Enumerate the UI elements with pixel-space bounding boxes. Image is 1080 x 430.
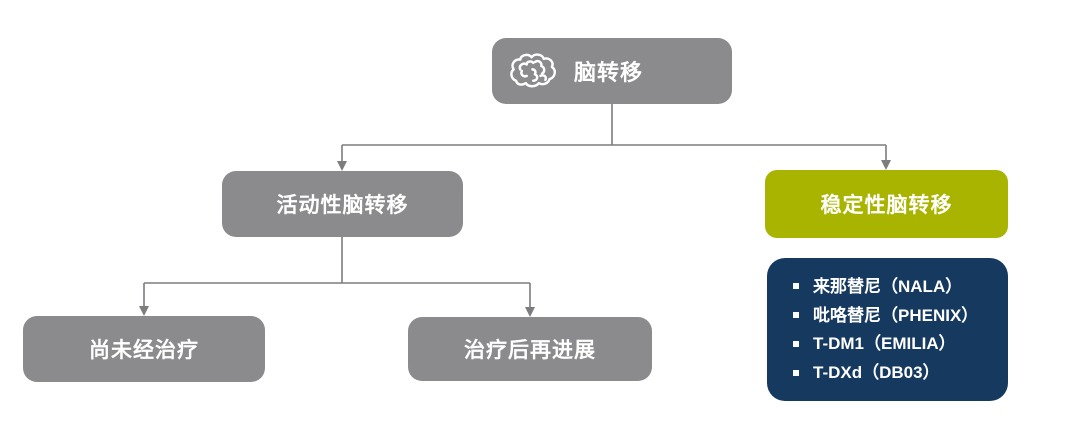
list-item: 来那替尼（NALA） [793, 278, 998, 295]
node-label: 脑转移 [574, 60, 644, 85]
node-active-brain-metastasis: 活动性脑转移 [222, 171, 463, 237]
list-item: 吡咯替尼（PHENIX） [793, 307, 998, 324]
treatment-options-panel: 来那替尼（NALA） 吡咯替尼（PHENIX） T-DM1（EMILIA） T-… [767, 258, 1008, 401]
node-brain-metastasis: 脑转移 [492, 38, 732, 104]
list-item: T-DXd（DB03） [793, 364, 998, 381]
bullet-square-icon [793, 369, 799, 376]
arrow-down-icon [525, 307, 535, 317]
node-stable-brain-metastasis: 稳定性脑转移 [765, 170, 1008, 238]
node-label: 稳定性脑转移 [820, 194, 953, 217]
arrow-down-icon [139, 306, 149, 316]
treatment-label: T-DM1（EMILIA） [813, 334, 956, 354]
bullet-square-icon [793, 283, 799, 290]
treatment-label: T-DXd（DB03） [813, 363, 940, 383]
node-untreated: 尚未经治疗 [23, 316, 265, 382]
arrow-down-icon [881, 160, 891, 170]
brain-icon [510, 53, 556, 88]
node-label: 尚未经治疗 [89, 339, 199, 362]
connector-active-split [143, 237, 531, 308]
treatment-label: 吡咯替尼（PHENIX） [813, 305, 979, 325]
arrow-down-icon [337, 161, 347, 171]
connector-root-split [341, 103, 887, 162]
node-progressed-after-treatment: 治疗后再进展 [408, 317, 652, 381]
bullet-square-icon [793, 312, 799, 319]
node-label: 活动性脑转移 [276, 194, 409, 217]
list-item: T-DM1（EMILIA） [793, 335, 998, 352]
bullet-square-icon [793, 340, 799, 347]
treatment-label: 来那替尼（NALA） [813, 276, 963, 296]
node-label: 治疗后再进展 [464, 339, 596, 362]
